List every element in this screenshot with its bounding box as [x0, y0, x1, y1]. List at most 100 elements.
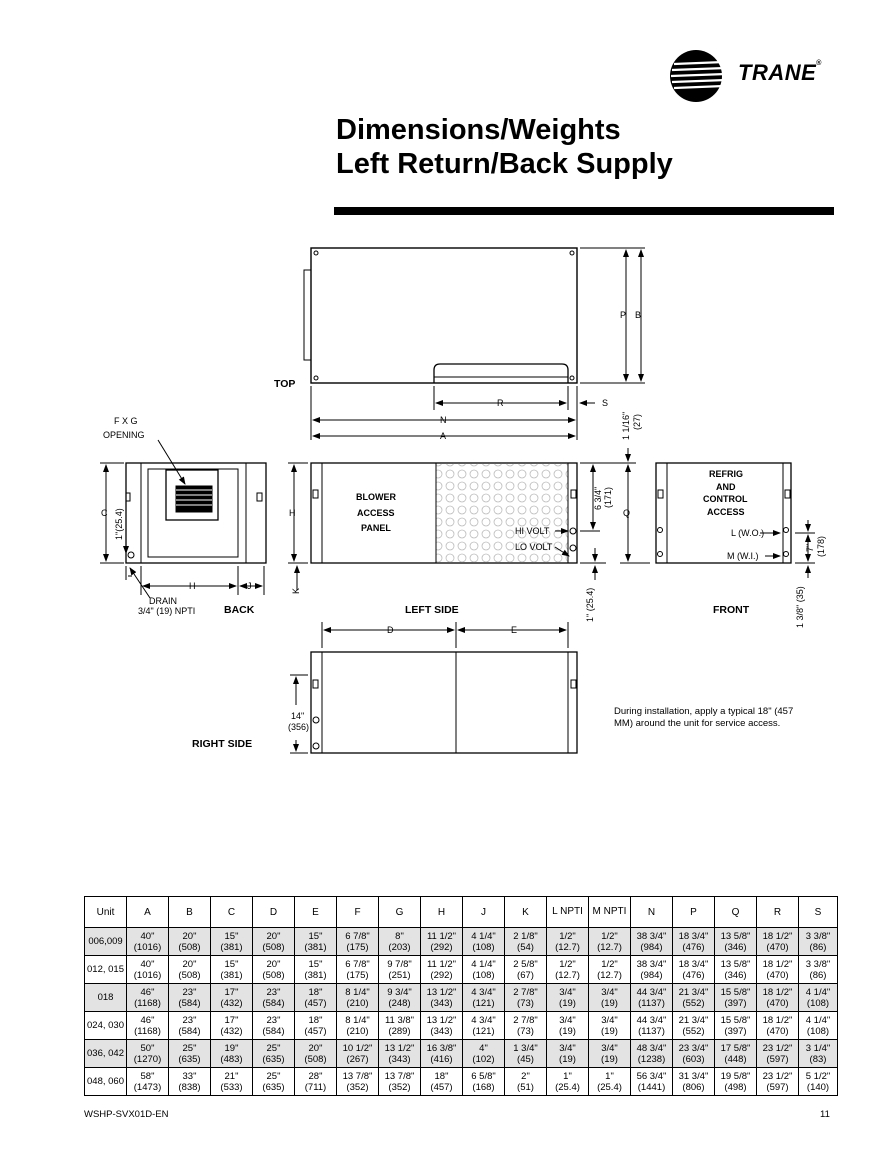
dimension-inches: 3 1/4" [805, 1042, 831, 1054]
dimension-cell: 20"(508) [252, 955, 295, 984]
dimension-inches: 1 3/4" [513, 1042, 538, 1054]
dimension-cell: 48 3/4"(1238) [630, 1039, 673, 1068]
dim-1-3-8: 1 3/8" (35) [795, 586, 805, 628]
dimension-inches: 58" [140, 1070, 155, 1082]
dimension-mm: (12.7) [597, 941, 622, 953]
dim-6-3-4: 6 3/4" [593, 487, 603, 510]
dimension-inches: 2 5/8" [513, 958, 538, 970]
dimension-mm: (289) [388, 1025, 411, 1037]
dimension-mm: (552) [682, 1025, 705, 1037]
fxg-label: F X G [114, 416, 138, 426]
dimension-cell: 46"(1168) [126, 1011, 169, 1040]
dimension-mm: (1168) [134, 1025, 161, 1037]
dim-1in-back: 1"(25.4) [114, 508, 124, 540]
dim-p: P [620, 310, 626, 320]
dimension-mm: (102) [472, 1053, 495, 1065]
dimension-cell: 23"(584) [168, 1011, 211, 1040]
dimension-mm: (1441) [637, 1081, 666, 1093]
blower-label-2: ACCESS [357, 508, 395, 518]
column-header: S [798, 896, 838, 928]
dimension-cell: 21 3/4"(552) [672, 983, 715, 1012]
dimension-cell: 21 3/4"(552) [672, 1011, 715, 1040]
dimension-inches: 4 1/4" [805, 986, 831, 998]
trane-logo: TRANE® [668, 48, 838, 104]
dim-171: (171) [603, 487, 613, 508]
dimension-inches: 13 1/2" [426, 1014, 457, 1026]
dimension-inches: 13 5/8" [720, 930, 751, 942]
dimension-cell: 18 3/4"(476) [672, 955, 715, 984]
dimension-inches: 46" [140, 1014, 155, 1026]
dimension-cell: 23 3/4"(603) [672, 1039, 715, 1068]
dimension-cell: 15"(381) [294, 955, 337, 984]
dimension-mm: (457) [304, 997, 327, 1009]
dimension-inches: 18 1/2" [762, 958, 793, 970]
dim-14: 14" [291, 711, 304, 721]
dimension-cell: 6 5/8"(168) [462, 1067, 505, 1096]
dimension-inches: 13 5/8" [720, 958, 751, 970]
dimension-mm: (1016) [133, 941, 162, 953]
dimension-mm: (381) [220, 969, 243, 981]
dimension-inches: 3/4" [601, 1042, 618, 1054]
dimension-inches: 1" [605, 1070, 614, 1082]
dimension-mm: (19) [559, 1025, 576, 1037]
dimension-cell: 4"(102) [462, 1039, 505, 1068]
dimension-cell: 13 7/8"(352) [378, 1067, 421, 1096]
dimension-mm: (203) [388, 941, 411, 953]
dimension-inches: 23" [266, 1014, 281, 1026]
refrig-label-1: REFRIG [709, 469, 743, 479]
dimension-mm: (346) [724, 941, 747, 953]
dim-e: E [511, 625, 517, 635]
dimension-inches: 16 3/8" [426, 1042, 457, 1054]
dimension-cell: 40"(1016) [126, 955, 169, 984]
dimension-mm: (838) [178, 1081, 201, 1093]
dimension-cell: 18"(457) [294, 983, 337, 1012]
dimension-inches: 28" [308, 1070, 323, 1082]
refrig-label-4: ACCESS [707, 507, 745, 517]
right-side-view-label: RIGHT SIDE [192, 738, 252, 750]
blower-label-1: BLOWER [356, 492, 396, 502]
dim-c: C [101, 508, 108, 518]
dimension-cell: 4 1/4"(108) [798, 983, 838, 1012]
dimension-mm: (292) [430, 941, 453, 953]
refrig-label-2: AND [716, 482, 736, 492]
dimension-mm: (19) [559, 1053, 576, 1065]
dimension-cell: 15 5/8"(397) [714, 983, 757, 1012]
dimension-mm: (343) [430, 997, 453, 1009]
dimension-mm: (635) [262, 1081, 285, 1093]
dimension-inches: 44 3/4" [636, 1014, 667, 1026]
dimension-inches: 15" [224, 930, 239, 942]
column-header: N [630, 896, 673, 928]
dimension-cell: 13 1/2"(343) [420, 983, 463, 1012]
dimension-mm: (73) [517, 1025, 534, 1037]
dimension-mm: (470) [766, 941, 789, 953]
dimension-inches: 11 1/2" [426, 930, 457, 942]
dimension-inches: 23" [182, 1014, 197, 1026]
dimension-cell: 23"(584) [252, 1011, 295, 1040]
document-id: WSHP-SVX01D-EN [84, 1109, 169, 1120]
dimension-inches: 11 1/2" [426, 958, 457, 970]
dimension-inches: 10 1/2" [342, 1042, 373, 1054]
m-wi-label: M (W.I.) [727, 551, 759, 561]
dimension-mm: (457) [430, 1081, 453, 1093]
dimension-inches: 18 1/2" [762, 1014, 793, 1026]
dimension-cell: 3/4"(19) [588, 1039, 631, 1068]
dimension-cell: 1"(25.4) [546, 1067, 589, 1096]
dimension-cell: 11 3/8"(289) [378, 1011, 421, 1040]
dimension-cell: 15 5/8"(397) [714, 1011, 757, 1040]
dimension-mm: (51) [517, 1081, 534, 1093]
dimension-cell: 2 5/8"(67) [504, 955, 547, 984]
dimension-mm: (584) [178, 1025, 201, 1037]
dimension-inches: 21" [224, 1070, 239, 1082]
dimension-cell: 9 3/4"(248) [378, 983, 421, 1012]
trane-globe-icon [670, 50, 727, 102]
left-side-view-label: LEFT SIDE [405, 604, 459, 616]
dimension-inches: 50" [140, 1042, 155, 1054]
dimension-mm: (508) [178, 941, 201, 953]
dimension-cell: 1/2"(12.7) [546, 955, 589, 984]
dimension-mm: (984) [640, 969, 663, 981]
dimension-inches: 9 7/8" [387, 958, 412, 970]
dim-r: R [497, 398, 504, 408]
dimension-inches: 23 1/2" [762, 1042, 793, 1054]
